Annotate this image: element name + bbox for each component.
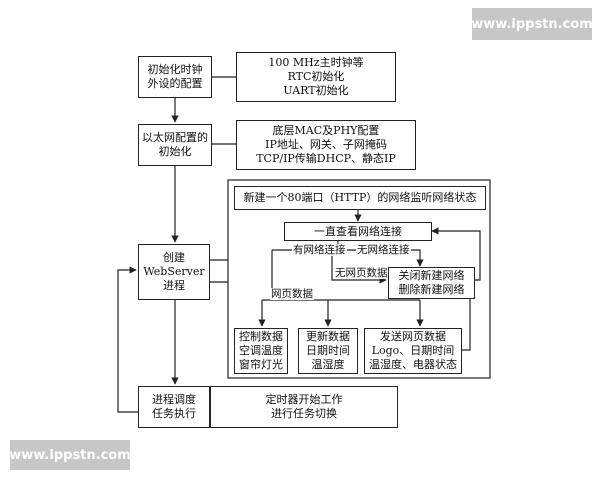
- send-page-line-1: 发送网页数据: [380, 330, 446, 343]
- close-connection-line-2: 删除新建网络: [398, 283, 465, 296]
- create-webserver-box: 创建 WebServer 进程: [138, 244, 210, 300]
- webserver-group-frame: [227, 179, 491, 379]
- timer-line-2: 进行任务切换: [271, 407, 337, 420]
- create-webserver-line-2: WebServer: [143, 265, 205, 278]
- scheduler-box: 进程调度 任务执行: [138, 386, 210, 428]
- init-eth-box: 以太网配置的 初始化: [138, 124, 212, 166]
- watermark-top: www.ippstn.com: [471, 8, 593, 40]
- send-page-data-box: 发送网页数据 Logo、日期时间 温湿度、电器状态: [364, 328, 462, 374]
- init-clock-line-1: 初始化时钟: [147, 63, 203, 76]
- view-connection-text: 一直查看网络连接: [314, 224, 402, 238]
- init-clock-detail-line-3: UART初始化: [283, 84, 349, 97]
- init-eth-detail-line-2: IP地址、网关、子网掩码: [265, 138, 387, 151]
- label-page-data: 网页数据: [270, 288, 314, 300]
- init-eth-line-1: 以太网配置的: [142, 131, 208, 144]
- init-clock-detail-box: 100 MHz主时钟等 RTC初始化 UART初始化: [236, 52, 396, 102]
- init-clock-box: 初始化时钟 外设的配置: [138, 56, 212, 98]
- update-data-line-2: 日期时间: [306, 344, 350, 357]
- close-connection-box: 关闭新建网络 删除新建网络: [388, 267, 475, 299]
- label-no-page-data: 无网页数据: [334, 267, 389, 279]
- init-clock-detail-line-1: 100 MHz主时钟等: [268, 56, 364, 69]
- new-port-box: 新建一个80端口（HTTP）的网络监听网络状态: [234, 186, 486, 210]
- init-eth-detail-line-3: TCP/IP传输DHCP、静态IP: [256, 152, 396, 165]
- timer-line-1: 定时器开始工作: [265, 393, 343, 406]
- init-eth-detail-line-1: 底层MAC及PHY配置: [272, 124, 380, 137]
- init-clock-detail-line-2: RTC初始化: [287, 70, 345, 83]
- create-webserver-line-1: 创建: [163, 251, 185, 264]
- create-webserver-line-3: 进程: [163, 279, 185, 292]
- control-data-line-1: 控制数据: [239, 330, 283, 343]
- init-eth-line-2: 初始化: [158, 145, 192, 158]
- control-data-box: 控制数据 空调温度 窗帘灯光: [234, 328, 288, 374]
- update-data-line-1: 更新数据: [306, 330, 350, 343]
- view-connection-box: 一直查看网络连接: [284, 222, 432, 241]
- arrow-close-loop: [431, 227, 481, 281]
- new-port-text: 新建一个80端口（HTTP）的网络监听网络状态: [243, 191, 477, 204]
- label-no-connection: 无网络连接: [356, 244, 411, 256]
- label-has-connection: 有网络连接: [292, 244, 347, 256]
- update-data-box: 更新数据 日期时间 温湿度: [298, 328, 358, 374]
- send-page-line-2: Logo、日期时间: [371, 344, 455, 357]
- close-connection-line-1: 关闭新建网络: [398, 269, 465, 282]
- timer-box: 定时器开始工作 进行任务切换: [210, 386, 398, 428]
- scheduler-line-1: 进程调度: [152, 393, 196, 406]
- init-clock-line-2: 外设的配置: [147, 77, 203, 90]
- scheduler-line-2: 任务执行: [152, 407, 196, 420]
- send-page-line-3: 温湿度、电器状态: [369, 358, 457, 371]
- arrow-no-page-close: [331, 250, 387, 284]
- line-send-loop: [462, 290, 471, 351]
- init-eth-detail-box: 底层MAC及PHY配置 IP地址、网关、子网掩码 TCP/IP传输DHCP、静态…: [236, 120, 416, 170]
- control-data-line-3: 窗帘灯光: [239, 358, 283, 371]
- update-data-line-3: 温湿度: [311, 358, 345, 371]
- control-data-line-2: 空调温度: [239, 344, 283, 357]
- arrow-scheduler-loop: [117, 266, 138, 413]
- watermark-bottom: www.ippstn.com: [9, 440, 131, 470]
